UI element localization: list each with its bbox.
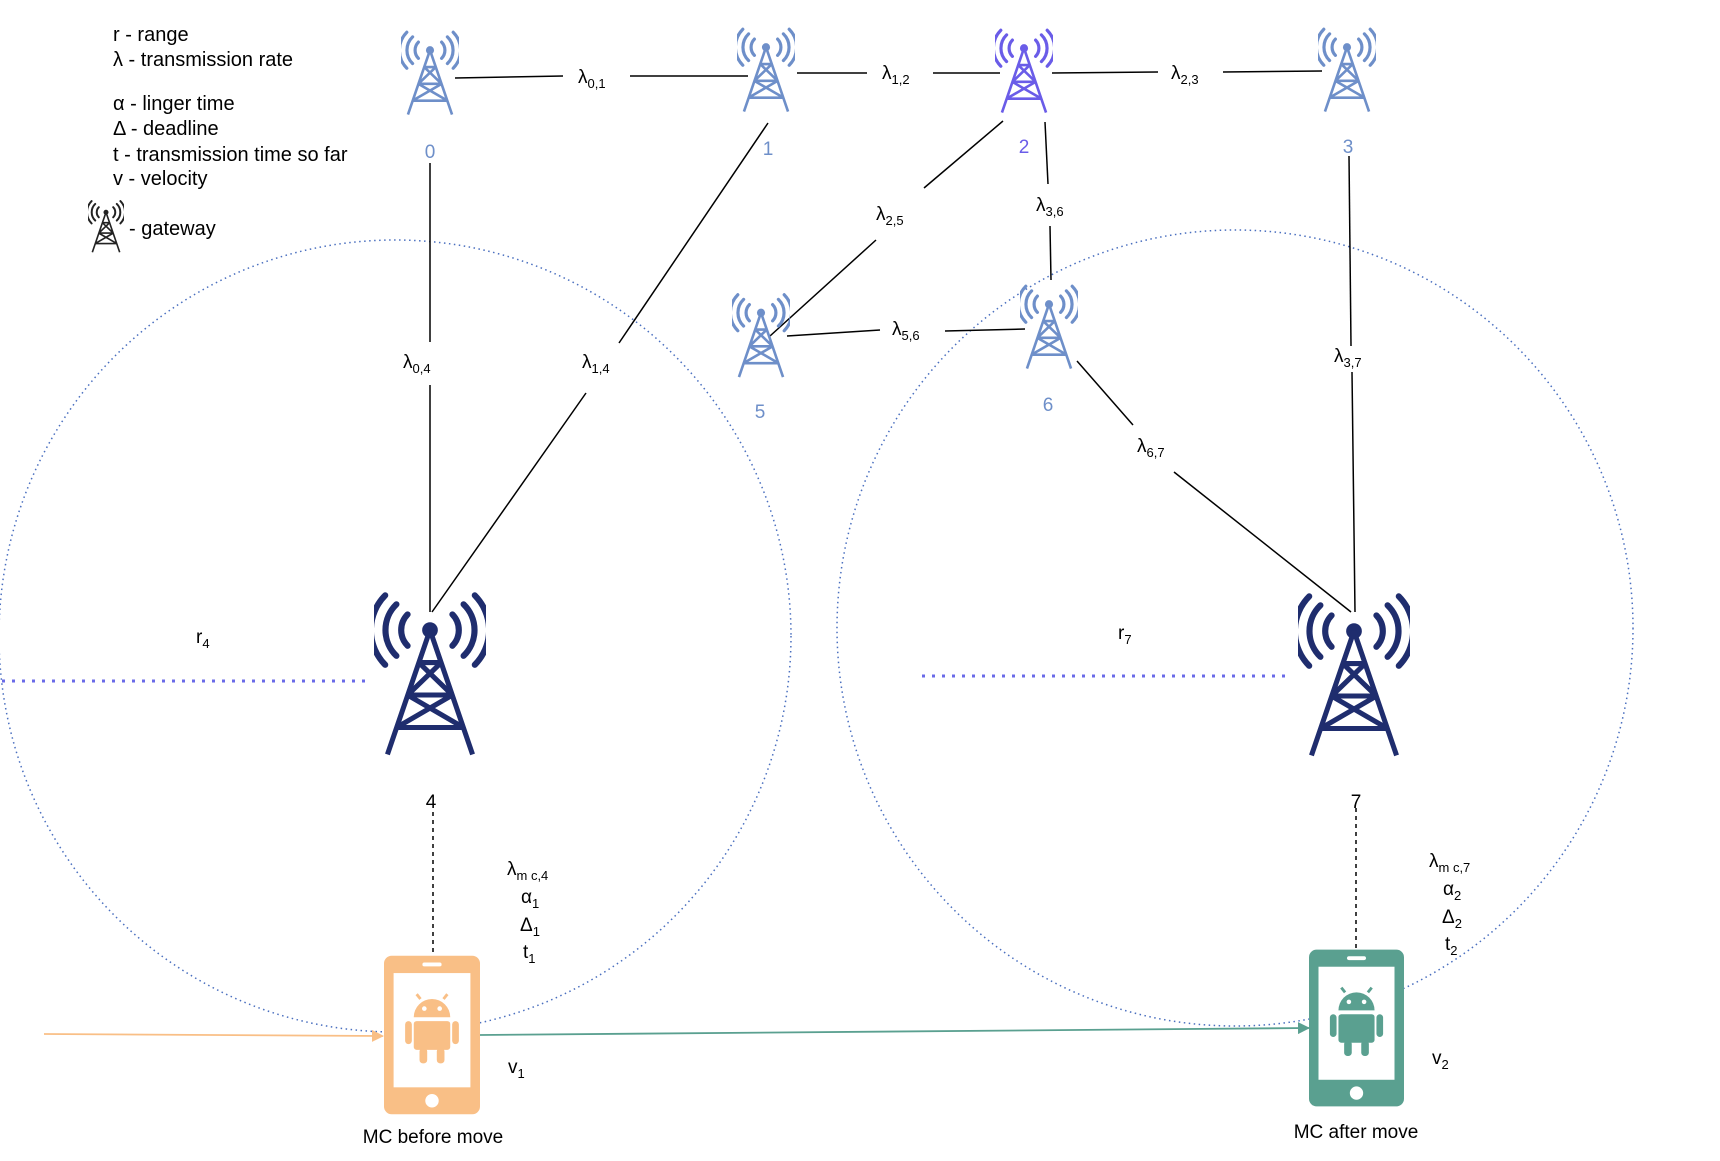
link-label-0-1: λ0,1	[578, 67, 606, 91]
node-label-0: 0	[425, 142, 436, 163]
link-2-3-b	[1222, 70, 1323, 73]
mc-before-alpha: α1	[521, 887, 539, 911]
link-label-3-7: λ3,7	[1334, 346, 1362, 370]
gateway-tower-2-icon	[995, 28, 1053, 115]
mc-after-t: t2	[1445, 934, 1458, 958]
link-label-5-6: λ5,6	[892, 319, 920, 343]
gateway-tower-6-icon	[1020, 284, 1078, 371]
link-1-4-a	[618, 122, 769, 344]
link-label-2-5: λ2,5	[876, 204, 904, 228]
link-3-7-b	[1351, 371, 1356, 613]
gateway-tower-5-icon	[732, 292, 790, 379]
gateway-tower-7-icon	[1295, 596, 1413, 755]
node-label-4: 4	[426, 792, 437, 813]
mc-before-phone-icon	[384, 955, 480, 1115]
link-6-7-b	[1173, 471, 1352, 613]
mc-after-rate: λm c,7	[1429, 851, 1470, 875]
mc-after-label: MC after move	[1294, 1122, 1419, 1143]
legend-gateway: - gateway	[129, 218, 216, 240]
link-6-7-a	[1076, 360, 1134, 426]
mc-before-delta: Δ1	[520, 915, 540, 939]
link-3-6-b	[1049, 225, 1052, 281]
range-label-7: r7	[1118, 623, 1132, 647]
mc-before-label: MC before move	[363, 1127, 503, 1148]
legend-time-so-far: t - transmission time so far	[113, 144, 348, 166]
gateway-tower-3-icon	[1318, 27, 1376, 114]
link-label-6-7: λ6,7	[1137, 436, 1165, 460]
range-circle-7	[836, 229, 1634, 1027]
legend-deadline: Δ - deadline	[113, 118, 219, 140]
link-label-1-2: λ1,2	[882, 63, 910, 87]
mc-after-phone-icon	[1309, 949, 1404, 1107]
gateway-tower-4-icon	[371, 595, 489, 754]
mc-after-alpha: α2	[1443, 879, 1461, 903]
mc-before-t: t1	[523, 942, 536, 966]
legend-velocity: v - velocity	[113, 168, 207, 190]
gateway-tower-0-icon	[401, 30, 459, 117]
node-label-6: 6	[1043, 395, 1054, 416]
move-arrow-transit	[479, 1022, 1310, 1036]
link-0-1-a	[454, 75, 564, 79]
link-2-5-b	[769, 239, 877, 337]
link-3-6-a	[1044, 121, 1049, 185]
mc-before-rate: λm c,4	[507, 859, 548, 883]
legend-gateway-icon	[88, 199, 124, 254]
node-label-3: 3	[1343, 137, 1354, 158]
mc-before-velocity: v1	[508, 1057, 525, 1081]
range-label-4: r4	[196, 627, 210, 651]
node-label-2: 2	[1019, 137, 1030, 158]
node-label-1: 1	[763, 139, 774, 160]
legend-rate: λ - transmission rate	[113, 49, 293, 71]
legend-range: r - range	[113, 24, 189, 46]
move-arrow-incoming	[43, 1029, 384, 1042]
range-circle-4	[0, 239, 792, 1033]
link-2-3-a	[1051, 71, 1159, 74]
mc-after-velocity: v2	[1432, 1048, 1449, 1072]
link-label-3-6: λ3,6	[1036, 195, 1064, 219]
link-label-2-3: λ2,3	[1171, 63, 1199, 87]
legend-linger: α - linger time	[113, 93, 235, 115]
gateway-tower-1-icon	[737, 27, 795, 114]
link-1-4-b	[431, 392, 587, 613]
link-3-7-a	[1348, 155, 1352, 347]
node-label-5: 5	[755, 402, 766, 423]
node-label-7: 7	[1351, 792, 1362, 813]
link-label-0-4: λ0,4	[403, 352, 431, 376]
link-label-1-4: λ1,4	[582, 352, 610, 376]
link-5-6-b	[944, 328, 1026, 332]
link-2-5-a	[923, 120, 1004, 189]
link-5-6-a	[786, 329, 881, 337]
legend: r - range λ - transmission rate α - ling…	[88, 24, 348, 254]
mc-after-delta: Δ2	[1442, 907, 1462, 931]
